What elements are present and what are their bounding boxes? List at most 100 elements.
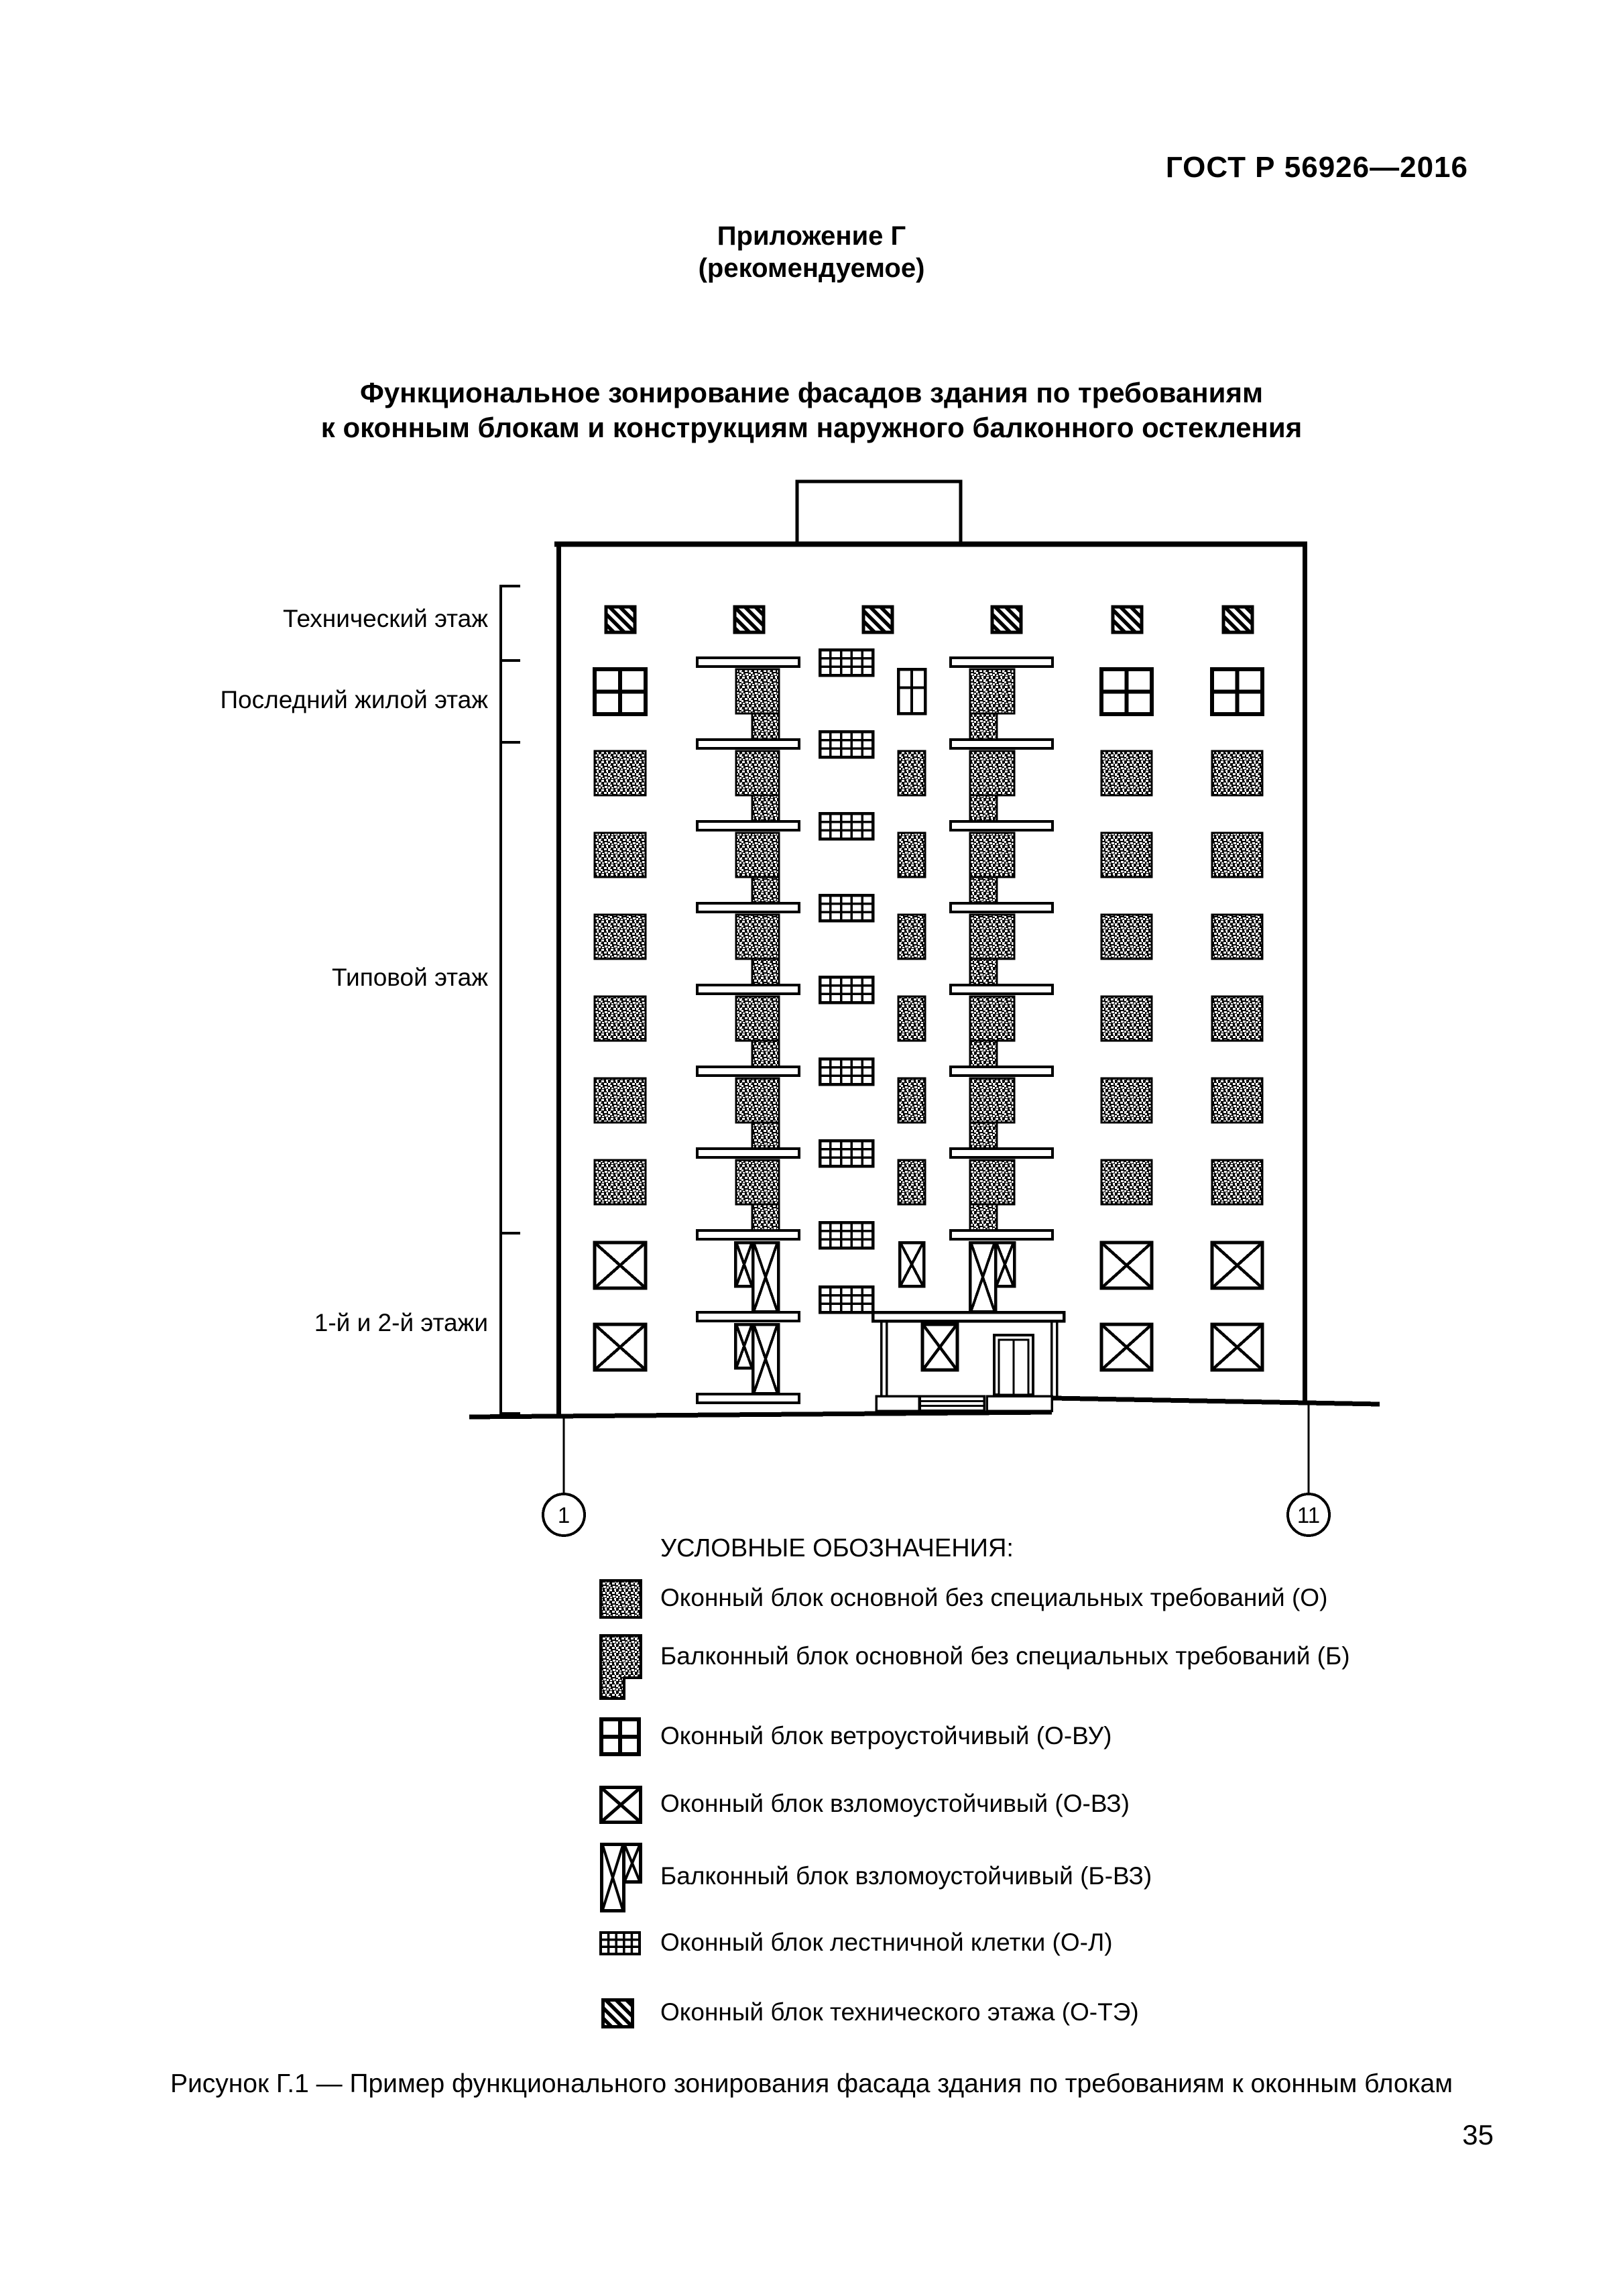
window-speckle — [593, 913, 647, 960]
window-stair-grid — [818, 811, 875, 841]
balcony-slab — [949, 984, 1054, 995]
balcony-slab — [949, 656, 1054, 668]
balcony-window-speckle — [969, 1159, 1016, 1206]
balcony-slab — [949, 1066, 1054, 1077]
facade-line — [753, 1325, 778, 1393]
window-stair-grid — [818, 1057, 875, 1086]
window-hatch-tech — [1221, 605, 1254, 634]
balcony-window-speckle — [969, 995, 1016, 1042]
balcony-window-speckle — [969, 668, 1016, 715]
facade-line — [595, 1324, 646, 1370]
balcony-window-speckle — [735, 1077, 780, 1124]
facade-line — [1101, 1324, 1152, 1370]
facade-line — [900, 1243, 924, 1285]
window-speckle — [593, 831, 647, 878]
legend-item-label: Оконный блок взломоустойчивый (О-ВЗ) — [660, 1790, 1130, 1817]
window-stair-grid — [818, 1220, 875, 1250]
balcony-slab — [696, 1147, 800, 1159]
floor-label-last: Последний жилой этаж — [220, 686, 488, 713]
balcony-window-speckle — [735, 995, 780, 1042]
balcony-slab — [696, 738, 800, 750]
figure-title-line1: Функциональное зонирование фасадов здани… — [359, 377, 1264, 408]
balcony-slab — [696, 1393, 800, 1404]
porch-roof — [871, 1310, 1066, 1323]
window-speckle — [593, 750, 647, 797]
balcony-slab — [696, 902, 800, 913]
balcony-slab — [949, 738, 1054, 750]
legend-item-label: Балконный блок основной без специальных … — [660, 1642, 1350, 1670]
legend-item-label: Оконный блок основной без специальных тр… — [660, 1584, 1328, 1611]
standard-number: ГОСТ Р 56926—2016 — [1165, 151, 1468, 184]
facade-line — [970, 1243, 996, 1311]
balcony-slab — [696, 1229, 800, 1241]
window-speckle — [1211, 1077, 1264, 1124]
balcony-window-speckle — [735, 831, 780, 878]
balcony-window-speckle — [735, 750, 780, 797]
window-speckle — [1211, 913, 1264, 960]
balcony-window-speckle — [969, 831, 1016, 878]
facade-drawing: Технический этаж Последний жилой этаж Ти… — [220, 479, 1380, 1537]
page-number: 35 — [1462, 2119, 1494, 2150]
speckle-window-icon — [599, 1579, 642, 1619]
cross-pane-window-icon — [599, 1717, 641, 1756]
window-hatch-tech — [990, 605, 1023, 634]
window-speckle — [897, 831, 926, 878]
balcony-slab — [949, 820, 1054, 831]
window-speckle — [1100, 831, 1153, 878]
axis-number-1: 1 — [558, 1503, 570, 1528]
facade-line — [996, 1243, 1014, 1285]
window-speckle — [897, 913, 926, 960]
figure-caption: Рисунок Г.1 — Пример функционального зон… — [170, 2069, 1453, 2098]
facade-line — [922, 1324, 957, 1370]
ground-lines — [469, 1395, 1380, 1420]
window-speckle — [1100, 1077, 1153, 1124]
balcony-slab — [949, 902, 1054, 913]
window-hatch-tech — [604, 605, 637, 634]
facade-line — [595, 1243, 646, 1288]
roof-box — [795, 479, 963, 545]
window-speckle — [1100, 995, 1153, 1042]
balcony-slab — [696, 984, 800, 995]
window-speckle — [1100, 1159, 1153, 1206]
porch-base-left — [875, 1395, 920, 1412]
legend-item-label: Балконный блок взломоустойчивый (Б-ВЗ) — [660, 1862, 1152, 1890]
window-speckle — [593, 1159, 647, 1206]
window-speckle — [897, 1077, 926, 1124]
floor-zone-bracket — [499, 585, 520, 1415]
balcony-window-speckle — [735, 913, 780, 960]
facade-line — [1212, 1243, 1262, 1288]
balcony-window-speckle — [969, 913, 1016, 960]
balcony-window-speckle — [735, 668, 780, 715]
appendix-title: Приложение Г — [717, 221, 906, 251]
window-stair-grid — [818, 1285, 875, 1314]
balcony-window-speckle — [969, 1077, 1016, 1124]
facade-line — [735, 1243, 753, 1285]
window-speckle — [1211, 750, 1264, 797]
floor-label-low: 1-й и 2-й этажи — [314, 1309, 488, 1336]
axis-number-11: 11 — [1297, 1503, 1320, 1528]
window-speckle — [1100, 750, 1153, 797]
floor-label-tech: Технический этаж — [283, 605, 488, 632]
axis-bubble-left — [542, 1493, 586, 1537]
facade-line — [1212, 1324, 1262, 1370]
window-speckle — [1211, 831, 1264, 878]
legend-item-label: Оконный блок лестничной клетки (О-Л) — [660, 1929, 1113, 1956]
window-speckle — [1211, 1159, 1264, 1206]
hatch-window-icon — [601, 1998, 634, 2028]
balcony-slab — [696, 1311, 800, 1322]
entrance-steps — [918, 1395, 985, 1412]
window-stair-grid — [818, 975, 875, 1005]
balcony-window-speckle — [735, 1159, 780, 1206]
balcony-slab — [696, 1066, 800, 1077]
facade-line — [753, 1243, 778, 1311]
legend-item-label: Оконный блок технического этажа (О-ТЭ) — [660, 1998, 1139, 2026]
facade-line — [1101, 1243, 1152, 1288]
window-hatch-tech — [861, 605, 894, 634]
window-hatch-tech — [733, 605, 766, 634]
window-stair-grid — [818, 730, 875, 759]
window-speckle — [1100, 913, 1153, 960]
window-stair-grid — [818, 1139, 875, 1168]
balcony-window-speckle — [969, 750, 1016, 797]
balcony-slab — [696, 656, 800, 668]
